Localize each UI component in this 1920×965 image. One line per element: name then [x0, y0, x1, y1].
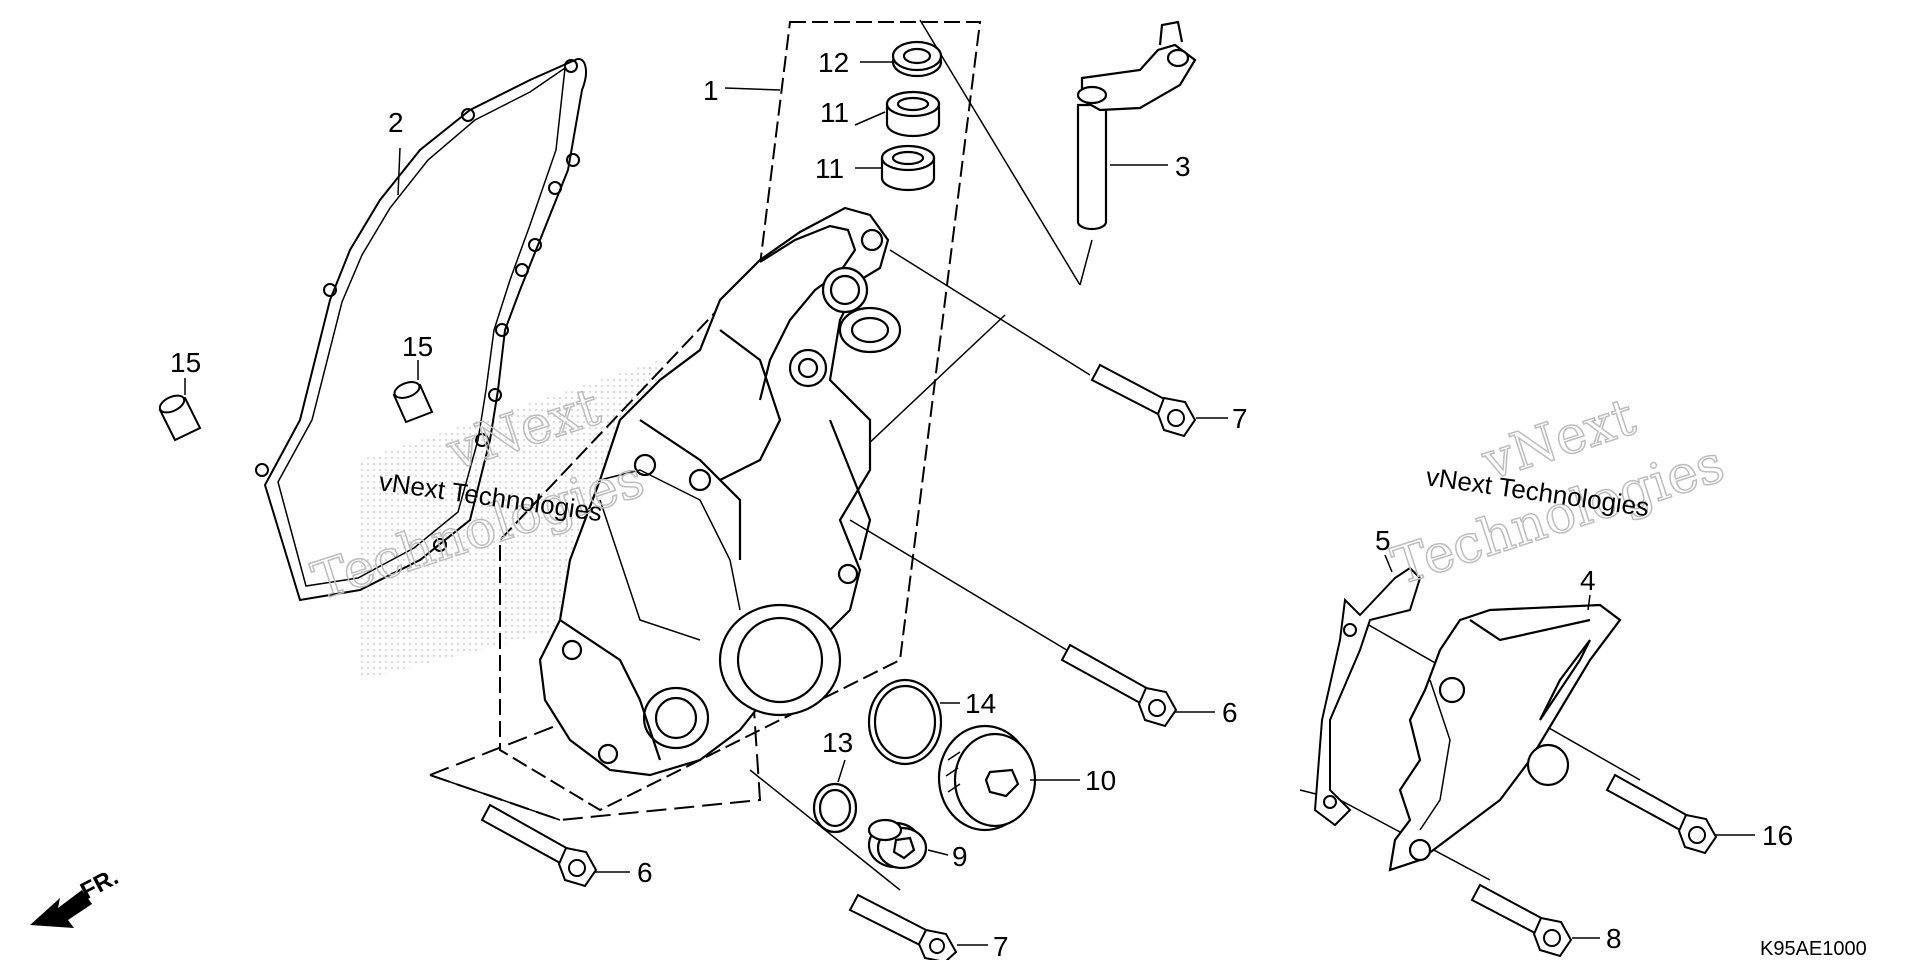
callout-11-lower: 11 [815, 153, 844, 184]
callout-8: 8 [1606, 923, 1622, 954]
o-ring-large [867, 678, 943, 766]
callout-4: 4 [1580, 565, 1596, 596]
callout-11-upper: 11 [820, 97, 849, 128]
callout-9: 9 [952, 841, 968, 872]
needle-bearing-upper [885, 90, 941, 138]
timing-hole-cap [867, 818, 928, 870]
oil-seal [891, 40, 943, 78]
callout-leaders [184, 61, 1755, 946]
callout-6-mid: 6 [1222, 697, 1238, 728]
callout-15-left: 15 [170, 347, 201, 378]
callout-labels: 1 2 3 4 5 6 6 7 7 8 9 10 11 11 12 13 14 … [170, 47, 1793, 962]
callout-10: 10 [1085, 765, 1116, 796]
callout-15-right: 15 [402, 331, 433, 362]
needle-bearing-lower [880, 144, 936, 192]
crank-hole-cap [937, 724, 1037, 832]
dowel-pin-right [392, 381, 434, 424]
gasket [255, 58, 587, 602]
callout-7-bottom: 7 [993, 931, 1009, 960]
sprocket-cover-gasket [1313, 566, 1422, 827]
callout-5: 5 [1375, 525, 1391, 556]
callout-2: 2 [388, 107, 404, 138]
callout-1: 1 [703, 75, 719, 106]
bolt-16 [1605, 773, 1718, 855]
leader-lines [429, 19, 1641, 891]
callout-13: 13 [822, 727, 853, 758]
crankcase-cover [538, 206, 902, 777]
callout-3: 3 [1175, 151, 1191, 182]
front-direction-arrow: FR. [30, 863, 123, 928]
callout-16: 16 [1762, 820, 1793, 851]
bolt-7-top [1090, 363, 1197, 438]
bolt-6-lower [480, 803, 598, 888]
diagram-code: K95AE1000 [1760, 938, 1867, 960]
bolt-6-mid [1060, 643, 1178, 728]
bolt-8 [1470, 883, 1573, 958]
drive-sprocket-cover [1388, 603, 1622, 872]
callout-14: 14 [965, 688, 996, 719]
callout-7-top: 7 [1232, 403, 1248, 434]
bolt-7-bottom [848, 893, 958, 964]
callout-12: 12 [818, 47, 849, 78]
dowel-pin-left [158, 394, 202, 442]
shift-arm-shaft [1076, 20, 1197, 231]
o-ring-small [812, 782, 858, 834]
callout-6-lower: 6 [637, 857, 653, 888]
